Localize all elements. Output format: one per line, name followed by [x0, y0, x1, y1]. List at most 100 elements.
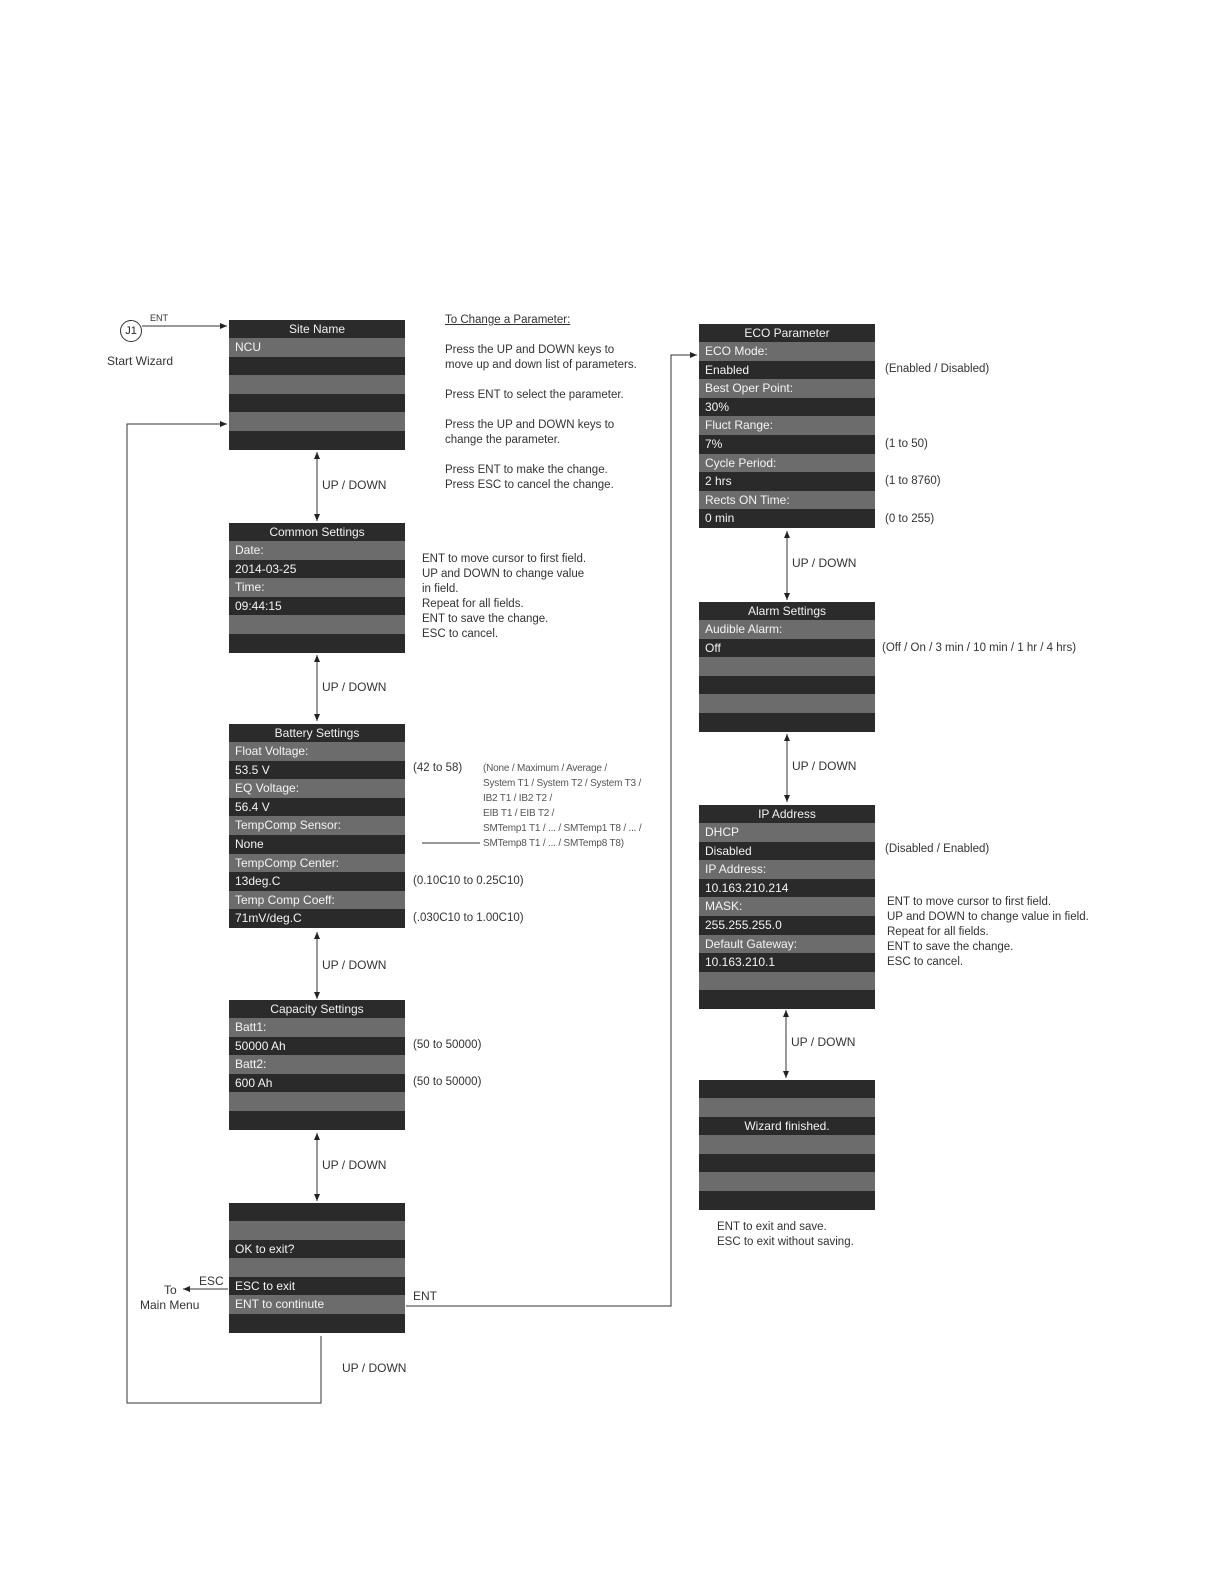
screen-row[interactable]: Off — [699, 638, 875, 658]
screen-row[interactable]: 10.163.210.214 — [699, 878, 875, 898]
screen-row: Default Gateway: — [699, 934, 875, 954]
screen-row: Audible Alarm: — [699, 620, 875, 639]
instructions: To Change a Parameter: Press the UP and … — [445, 313, 637, 493]
float-range: (42 to 58) — [413, 762, 463, 774]
esc-exit-option[interactable]: ESC to exit — [229, 1276, 405, 1296]
screen-row: Best Oper Point: — [699, 379, 875, 398]
cycle-range: (1 to 8760) — [885, 475, 941, 487]
capacity-settings-screen: Capacity Settings Batt1: 50000 Ah Batt2:… — [229, 1000, 405, 1130]
screen-row: Batt2: — [229, 1055, 405, 1074]
screen-row[interactable]: 71mV/deg.C — [229, 909, 405, 928]
screen-row[interactable]: 7% — [699, 434, 875, 454]
instruction-line: Press the UP and DOWN keys to — [445, 344, 615, 356]
screen-row: Batt1: — [229, 1018, 405, 1037]
wizard-finished-message: Wizard finished. — [699, 1116, 875, 1136]
screen-row[interactable]: 56.4 V — [229, 797, 405, 817]
instruction-line: Press ESC to cancel the change. — [445, 479, 614, 491]
screen-row: Fluct Range: — [699, 416, 875, 435]
screen-row — [229, 633, 405, 653]
instruction-line: Press ENT to make the change. — [445, 464, 608, 476]
screen-row — [699, 675, 875, 695]
note-line: ENT to move cursor to first field. — [887, 896, 1052, 908]
screen-row: Time: — [229, 578, 405, 597]
screen-row: EQ Voltage: — [229, 779, 405, 798]
exit-prompt: OK to exit? — [229, 1239, 405, 1259]
instruction-line: Press the UP and DOWN keys to — [445, 419, 615, 431]
screen-title: Site Name — [229, 320, 405, 338]
esc-label: ESC — [199, 1274, 224, 1288]
note-line: (None / Maximum / Average / — [483, 763, 607, 774]
screen-title: Capacity Settings — [229, 1000, 405, 1018]
screen-title: ECO Parameter — [699, 324, 875, 342]
instructions-heading: To Change a Parameter: — [445, 314, 571, 326]
updown-label: UP / DOWN — [322, 680, 387, 694]
finish-note: ENT to exit and save. ESC to exit withou… — [717, 1220, 854, 1250]
note-line: Repeat for all fields. — [422, 598, 524, 610]
screen-row[interactable]: Enabled — [699, 360, 875, 380]
screen-title: Common Settings — [229, 523, 405, 541]
screen-row — [229, 356, 405, 376]
screen-row — [229, 1313, 405, 1333]
instruction-line: change the parameter. — [445, 434, 561, 446]
screen-row[interactable]: 50000 Ah — [229, 1036, 405, 1056]
screen-title: IP Address — [699, 805, 875, 823]
updown-label: UP / DOWN — [792, 556, 857, 570]
screen-row[interactable]: NCU — [229, 338, 405, 357]
screen-row: TempComp Sensor: — [229, 816, 405, 835]
j1-node: J1 — [120, 320, 142, 342]
screen-row[interactable]: 2014-03-25 — [229, 559, 405, 579]
ent-continue-option[interactable]: ENT to continute — [229, 1295, 405, 1314]
screen-row — [699, 1080, 875, 1098]
updown-label: UP / DOWN — [792, 759, 857, 773]
note-line: ENT to exit and save. — [717, 1221, 827, 1233]
screen-row[interactable]: 53.5 V — [229, 760, 405, 780]
screen-row[interactable]: Disabled — [699, 841, 875, 861]
screen-row — [699, 1135, 875, 1154]
screen-row — [229, 393, 405, 413]
screen-row: DHCP — [699, 823, 875, 842]
note-line: Repeat for all fields. — [887, 926, 989, 938]
note-line: IB2 T1 / IB2 T2 / — [483, 793, 553, 804]
screen-row: Float Voltage: — [229, 742, 405, 761]
start-wizard-label: Start Wizard — [107, 354, 174, 368]
screen-row[interactable]: 10.163.210.1 — [699, 953, 875, 972]
instruction-line: Press ENT to select the parameter. — [445, 389, 624, 401]
coeff-range: (.030C10 to 1.00C10) — [413, 912, 524, 924]
note-line: SMTemp8 T1 / ... / SMTemp8 T8) — [483, 838, 624, 849]
common-settings-screen: Common Settings Date: 2014-03-25 Time: 0… — [229, 523, 405, 653]
alarm-settings-screen: Alarm Settings Audible Alarm: Off — [699, 602, 875, 732]
screen-row — [229, 1221, 405, 1240]
note-line: UP and DOWN to change value — [422, 568, 585, 580]
note-line: ENT to save the change. — [887, 941, 1014, 953]
screen-row[interactable]: 2 hrs — [699, 472, 875, 491]
center-range: (0.10C10 to 0.25C10) — [413, 875, 524, 887]
screen-row[interactable]: 30% — [699, 397, 875, 417]
note-line: UP and DOWN to change value in field. — [887, 911, 1089, 923]
updown-label: UP / DOWN — [342, 1361, 407, 1375]
screen-row — [229, 1203, 405, 1221]
screen-row[interactable]: 0 min — [699, 509, 875, 528]
screen-row — [229, 1092, 405, 1111]
instruction-line: move up and down list of parameters. — [445, 359, 637, 371]
screen-row — [229, 412, 405, 431]
note-line: ENT to move cursor to first field. — [422, 553, 587, 565]
batt1-range: (50 to 50000) — [413, 1039, 482, 1051]
rects-range: (0 to 255) — [885, 513, 935, 525]
wizard-finished-screen: Wizard finished. — [699, 1080, 875, 1210]
screen-row[interactable]: None — [229, 834, 405, 854]
screen-title: Battery Settings — [229, 724, 405, 742]
screen-row[interactable]: 13deg.C — [229, 872, 405, 891]
screen-row — [699, 657, 875, 676]
note-line: EIB T1 / EIB T2 / — [483, 808, 555, 819]
screen-row — [699, 712, 875, 732]
screen-row[interactable]: 09:44:15 — [229, 596, 405, 616]
screen-row — [699, 1190, 875, 1210]
eco-mode-range: (Enabled / Disabled) — [885, 363, 990, 375]
common-settings-note: ENT to move cursor to first field. UP an… — [422, 552, 586, 642]
screen-title: Alarm Settings — [699, 602, 875, 620]
ip-note: ENT to move cursor to first field. UP an… — [887, 895, 1089, 970]
screen-row[interactable]: 255.255.255.0 — [699, 915, 875, 935]
screen-row[interactable]: 600 Ah — [229, 1073, 405, 1093]
sensor-options: (None / Maximum / Average / System T1 / … — [483, 761, 642, 851]
loop-back-line — [126, 421, 322, 1404]
